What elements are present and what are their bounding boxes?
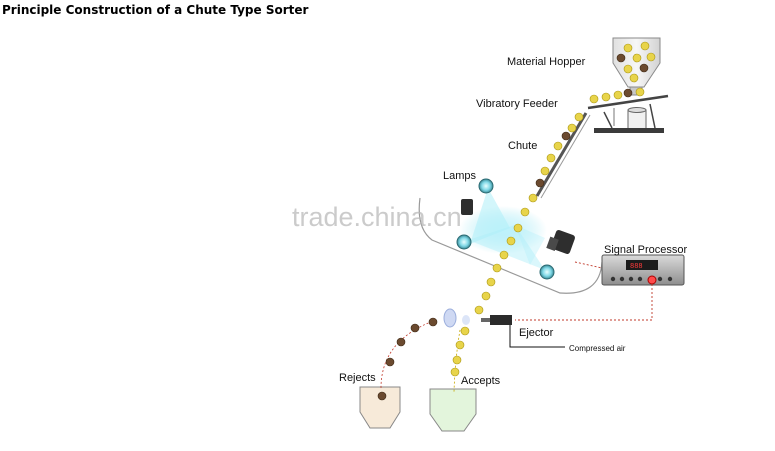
- svg-text:888: 888: [630, 263, 643, 271]
- good-grain: [632, 53, 642, 63]
- diagram-title: Principle Construction of a Chute Type S…: [2, 3, 309, 17]
- good-grain: [567, 123, 577, 133]
- accepts-bin: [429, 388, 477, 432]
- label-lamps: Lamps: [443, 170, 477, 182]
- good-grain: [646, 52, 656, 62]
- rejects-bin: [359, 386, 401, 429]
- bad-grain: [623, 88, 633, 98]
- good-grain: [623, 43, 633, 53]
- good-grain: [506, 236, 516, 246]
- ejector: [481, 315, 565, 348]
- processor-knobs: [610, 276, 673, 282]
- camera: [546, 230, 575, 254]
- signal-output-led: [647, 275, 657, 285]
- good-grain: [486, 277, 496, 287]
- label-rejects: Rejects: [339, 372, 376, 384]
- good-grain: [553, 141, 563, 151]
- label-hopper: Material Hopper: [507, 56, 586, 68]
- bad-grain: [377, 391, 387, 401]
- compressed-air-line: [509, 325, 565, 348]
- good-grain: [460, 326, 470, 336]
- good-grain: [474, 305, 484, 315]
- good-grain: [481, 291, 491, 301]
- bad-grain: [396, 337, 406, 347]
- bad-grain: [639, 63, 649, 73]
- good-grain: [513, 223, 523, 233]
- signal-processor: 888: [601, 254, 685, 286]
- label-chute: Chute: [508, 140, 537, 152]
- bad-grain: [385, 357, 395, 367]
- label-processor: Signal Processor: [604, 244, 687, 256]
- good-grain: [635, 87, 645, 97]
- accepts-trajectory: [453, 329, 461, 393]
- bad-grain: [616, 53, 626, 63]
- label-accepts: Accepts: [461, 375, 501, 387]
- vibratory-feeder: [587, 94, 669, 133]
- chute: [535, 112, 591, 199]
- good-grain: [613, 90, 623, 100]
- lamp: [456, 234, 472, 250]
- light-beams: [459, 188, 547, 270]
- rejects-trajectory: [380, 319, 437, 391]
- good-grain: [450, 367, 460, 377]
- material-hopper: [612, 37, 661, 96]
- good-grain: [546, 153, 556, 163]
- good-grain: [528, 193, 538, 203]
- bad-grain: [561, 131, 571, 141]
- good-grain: [574, 112, 584, 122]
- good-grain: [601, 92, 611, 102]
- label-ejector: Ejector: [519, 327, 554, 339]
- bad-grain: [535, 178, 545, 188]
- lamp: [539, 264, 555, 280]
- lamp: [478, 178, 494, 194]
- label-feeder: Vibratory Feeder: [476, 98, 558, 110]
- good-grain: [589, 94, 599, 104]
- good-grain: [452, 355, 462, 365]
- good-grain: [623, 64, 633, 74]
- grains: [377, 41, 656, 401]
- signal-line-camera: [574, 261, 603, 269]
- bad-grain: [410, 323, 420, 333]
- air-burst: [443, 308, 470, 328]
- good-grain: [499, 250, 509, 260]
- good-grain: [520, 207, 530, 217]
- good-grain: [492, 263, 502, 273]
- label-air: Compressed air: [569, 344, 626, 353]
- signal-line-ejector: [515, 284, 653, 321]
- good-grain: [540, 166, 550, 176]
- good-grain: [629, 73, 639, 83]
- good-grain: [640, 41, 650, 51]
- bad-grain: [428, 317, 438, 327]
- camera: [461, 199, 473, 215]
- watermark: trade.china.cn: [292, 202, 462, 232]
- optical-housing: [418, 197, 603, 294]
- good-grain: [455, 340, 465, 350]
